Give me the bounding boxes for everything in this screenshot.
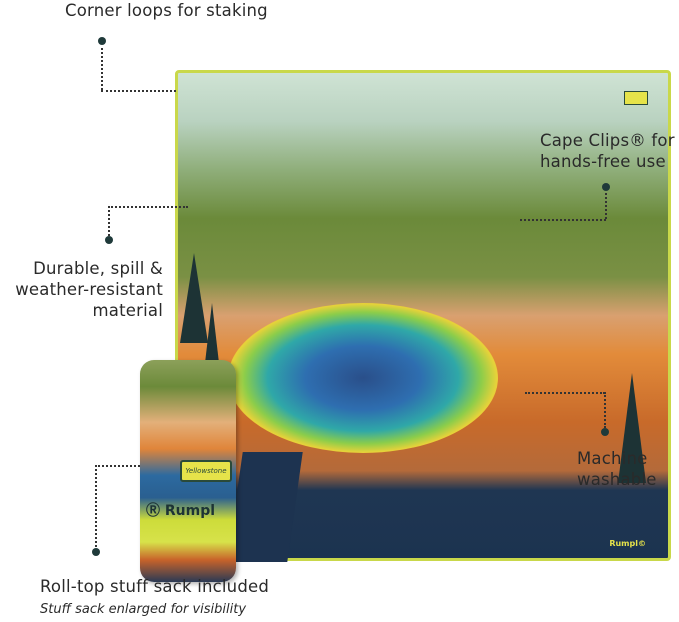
callout-dot xyxy=(602,183,610,191)
yellowstone-logo: Yellowstone xyxy=(180,460,232,482)
callout-line xyxy=(520,219,606,221)
callout-stuff-sack-note: Stuff sack enlarged for visibility xyxy=(40,602,247,617)
tree-silhouette xyxy=(618,373,646,483)
callout-durable-2: weather-resistant xyxy=(15,280,163,299)
callout-dot xyxy=(601,428,609,436)
callout-line xyxy=(101,90,176,92)
callout-machine-1: Machine xyxy=(577,449,648,468)
callout-dot xyxy=(98,37,106,45)
rumpl-logo: Rumpl© xyxy=(609,539,646,548)
callout-machine-2: washable xyxy=(577,470,657,489)
callout-dot xyxy=(92,548,100,556)
callout-durable-1: Durable, spill & xyxy=(33,259,163,278)
hot-spring-artwork xyxy=(228,303,498,453)
callout-line xyxy=(101,48,103,90)
callout-line xyxy=(108,206,188,208)
callout-cape-clips-2: hands-free use xyxy=(540,152,666,171)
callout-line xyxy=(95,465,140,467)
callout-line xyxy=(95,465,97,547)
callout-stuff-sack: Roll-top stuff sack included xyxy=(40,577,270,596)
callout-line xyxy=(605,193,607,219)
callout-durable-3: material xyxy=(92,301,163,320)
cape-clip-tag xyxy=(624,91,648,105)
rumpl-logo: Ⓡ Rumpl xyxy=(146,503,216,519)
callout-cape-clips-1: Cape Clips® for xyxy=(540,131,675,150)
stuff-sack-image: Yellowstone Ⓡ Rumpl xyxy=(140,360,236,582)
callout-line xyxy=(108,206,110,236)
callout-corner-loops: Corner loops for staking xyxy=(65,1,268,20)
callout-dot xyxy=(105,236,113,244)
callout-line xyxy=(604,392,606,428)
callout-line xyxy=(525,392,605,394)
